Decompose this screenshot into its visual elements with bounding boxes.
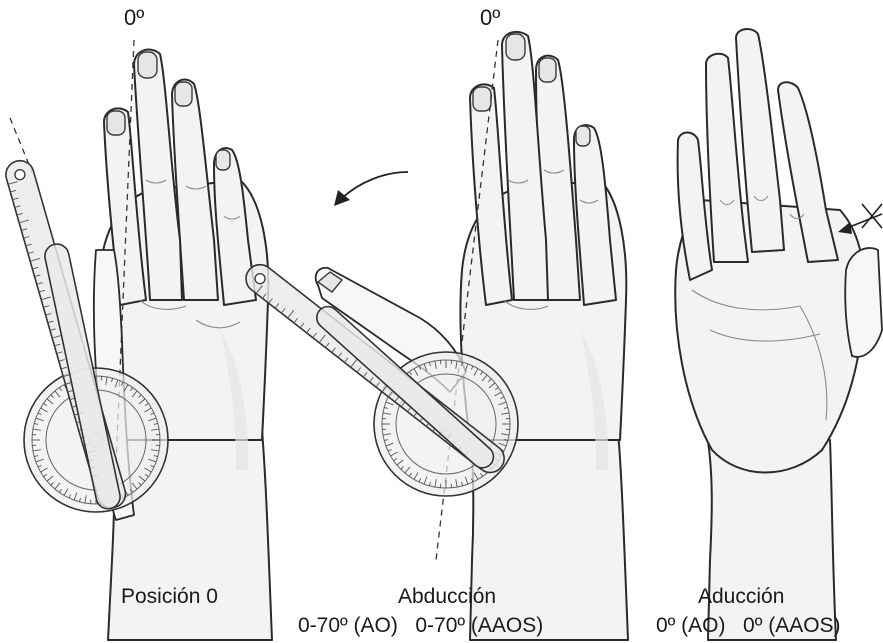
panel-position-zero — [3, 40, 272, 640]
panel-adduction — [675, 29, 882, 640]
caption-position-zero: Posición 0 — [121, 585, 218, 609]
curved-arrow-icon — [342, 172, 408, 198]
range-abduction: 0-70º (AO) 0-70º (AAOS) — [298, 614, 543, 638]
caption-abduction: Abducción — [398, 585, 496, 609]
zero-degree-label-1: 0º — [124, 6, 144, 30]
panel-abduction — [240, 32, 628, 640]
zero-degree-label-2: 0º — [480, 6, 500, 30]
range-adduction: 0º (AO) 0º (AAOS) — [656, 614, 841, 638]
hand-dorsal-left — [94, 50, 272, 640]
caption-adduction: Aducción — [698, 585, 784, 609]
hand-palmar-right — [675, 29, 882, 640]
